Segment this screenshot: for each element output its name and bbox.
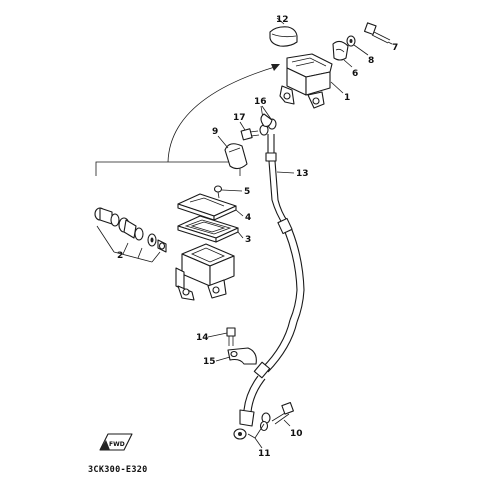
callout-16: 16 bbox=[254, 97, 267, 107]
callout-12: 12 bbox=[276, 15, 289, 25]
leader-1 bbox=[330, 81, 344, 94]
leader-5 bbox=[221, 189, 243, 192]
callout-13: 13 bbox=[296, 169, 309, 179]
part-17-union-bolt bbox=[240, 128, 260, 141]
part-10-union-bolt bbox=[271, 401, 294, 425]
fwd-arrow-badge: FWD bbox=[99, 433, 133, 451]
callout-4: 4 bbox=[245, 213, 251, 223]
callout-14: 14 bbox=[196, 333, 209, 343]
callout-3: 3 bbox=[245, 235, 251, 245]
part-12-cap bbox=[269, 26, 298, 47]
part-1-master-cylinder bbox=[279, 53, 333, 109]
part-15-hose-guide bbox=[227, 347, 257, 365]
callout-7: 7 bbox=[392, 43, 398, 53]
leader-17 bbox=[239, 121, 246, 131]
part-11-washers bbox=[259, 412, 271, 432]
leader-9 bbox=[217, 135, 229, 149]
callout-2: 2 bbox=[117, 251, 123, 261]
callout-6: 6 bbox=[352, 69, 358, 79]
part-4-cap-plate bbox=[177, 193, 237, 221]
leader-4 bbox=[235, 209, 244, 217]
leader-6 bbox=[343, 59, 353, 68]
callout-10: 10 bbox=[290, 429, 303, 439]
leader-16a bbox=[261, 105, 272, 120]
part-2-bracket bbox=[96, 225, 161, 263]
leader-11a bbox=[254, 423, 265, 439]
callout-9: 9 bbox=[212, 127, 218, 137]
leader-11c bbox=[254, 437, 263, 449]
leader-10 bbox=[283, 419, 291, 427]
callout-15: 15 bbox=[203, 357, 216, 367]
diagram-code: 3CK300-E320 bbox=[88, 465, 148, 475]
part-14-bolt bbox=[226, 327, 236, 346]
part-6-clamp bbox=[332, 40, 349, 61]
master-cylinder-body bbox=[175, 243, 235, 301]
callout-1: 1 bbox=[344, 93, 350, 103]
part-13-brake-hose bbox=[233, 113, 305, 440]
leader-8 bbox=[353, 44, 369, 56]
callout-11: 11 bbox=[258, 449, 271, 459]
part-2-piston-kit bbox=[94, 207, 167, 253]
leader-12 bbox=[276, 17, 285, 25]
leader-11b bbox=[247, 433, 256, 439]
part-7-bolt bbox=[363, 22, 391, 44]
fwd-label: FWD bbox=[109, 441, 125, 448]
part-3-diaphragm bbox=[177, 215, 239, 243]
leader-3 bbox=[237, 231, 244, 239]
leader-14 bbox=[207, 332, 228, 338]
callout-17: 17 bbox=[233, 113, 246, 123]
leader-15 bbox=[215, 356, 231, 362]
part-8-washer bbox=[346, 35, 356, 47]
callout-5: 5 bbox=[244, 187, 250, 197]
assembly-bracket bbox=[95, 64, 280, 176]
part-5-screw bbox=[213, 185, 223, 199]
leader-7 bbox=[387, 41, 393, 45]
leader-13 bbox=[276, 171, 295, 174]
part-9-cover bbox=[224, 143, 248, 170]
callout-8: 8 bbox=[368, 56, 374, 66]
